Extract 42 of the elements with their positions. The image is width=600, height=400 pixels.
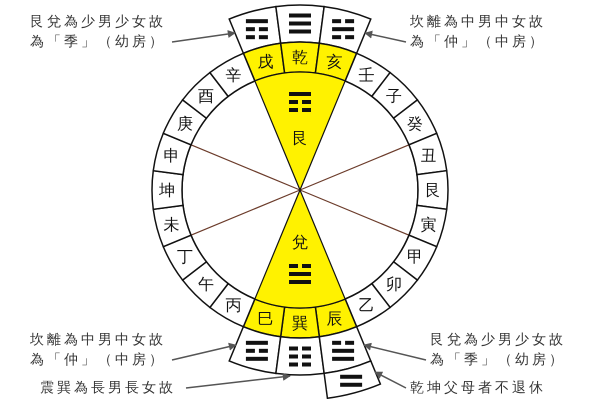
ring-character: 申 <box>164 146 180 166</box>
ring-character: 卯 <box>386 274 402 294</box>
ring-character: 丁 <box>176 247 193 266</box>
ring-character: 子 <box>386 86 402 106</box>
ring-character: 乙 <box>358 296 374 315</box>
callout-text: 乾坤父母者不退休 <box>410 378 560 398</box>
ring-character: 辰 <box>326 308 342 328</box>
ring-character: 艮 <box>425 180 441 200</box>
trigram-cell <box>228 326 282 374</box>
ring-character: 甲 <box>407 247 424 266</box>
trigram-cell <box>323 360 382 399</box>
trigram-name: 兌 <box>292 232 308 252</box>
ring-character: 乾 <box>292 48 308 66</box>
ring-character: 午 <box>198 274 214 294</box>
ring-character: 巳 <box>258 308 274 328</box>
ring-character: 巽 <box>292 314 308 332</box>
trigram-name: 艮 <box>292 128 308 148</box>
arrow <box>364 30 406 43</box>
ring-character: 丑 <box>420 146 436 166</box>
arrow <box>374 371 406 389</box>
arrow <box>363 342 426 361</box>
ring-character: 丙 <box>226 296 242 315</box>
ring-character: 庚 <box>176 114 193 133</box>
callout-text: 震巽為長男長女故 <box>40 378 190 398</box>
callout-text: 坎離為中男中女故為「仲」（中房） <box>410 12 550 52</box>
ring-character: 寅 <box>420 214 436 234</box>
ring-character: 癸 <box>407 114 424 133</box>
arrow <box>172 342 237 361</box>
callout-text: 艮兌為少男少女故為「季」（幼房） <box>430 330 570 370</box>
ring-character: 戌 <box>258 52 274 72</box>
arrow <box>172 30 236 43</box>
trigram-wedge <box>254 72 346 191</box>
ring-character: 坤 <box>159 180 175 200</box>
ring-character: 酉 <box>198 86 214 106</box>
arrow <box>186 372 291 389</box>
ring-character: 壬 <box>358 65 374 84</box>
trigram-wedge <box>254 189 346 308</box>
ring-character: 亥 <box>326 52 342 72</box>
callout-text: 坎離為中男中女故為「仲」（中房） <box>30 330 170 370</box>
ring-character: 辛 <box>226 65 242 84</box>
callout-text: 艮兌為少男少女故為「季」（幼房） <box>30 12 170 52</box>
ring-character: 未 <box>164 214 180 234</box>
